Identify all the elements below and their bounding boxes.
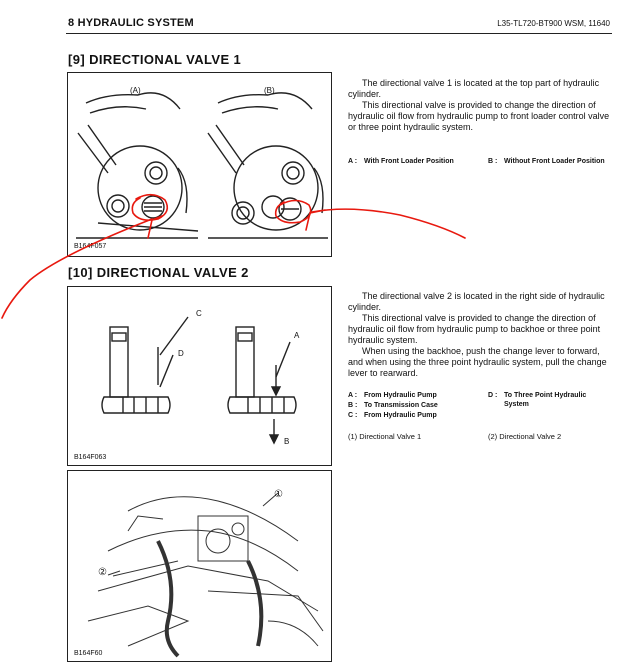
- page-header-code: L35-TL720-BT900 WSM, 11640: [497, 19, 610, 28]
- paragraph: When using the backhoe, push the change …: [348, 346, 607, 378]
- page-header-title: 8 HYDRAULIC SYSTEM: [68, 17, 194, 29]
- paragraph: This directional valve is provided to ch…: [348, 313, 601, 345]
- caption-2: (2) Directional Valve 2: [488, 432, 562, 441]
- label-c: C: [196, 309, 202, 318]
- callout-2: ②: [98, 567, 107, 578]
- annotation-arrow-right: [311, 208, 466, 239]
- label-a: (A): [130, 86, 141, 95]
- paragraph: The directional valve 2 is located in th…: [348, 291, 605, 312]
- legend-key: C :: [348, 412, 358, 419]
- legend-text: With Front Loader Position: [364, 158, 454, 165]
- section-10-text: The directional valve 2 is located in th…: [348, 291, 610, 379]
- legend-key: D :: [488, 392, 498, 399]
- legend-key: A :: [348, 158, 358, 165]
- figure-directional-valve-2-diagram: C D A B B164F063: [67, 286, 332, 466]
- figure-directional-valve-2-photo: ① ② B164F60: [67, 470, 332, 662]
- section-9-text: The directional valve 1 is located at th…: [348, 78, 610, 133]
- legend-text: From Hydraulic Pump: [364, 392, 437, 399]
- label-d: D: [178, 349, 184, 358]
- legend-key: B :: [348, 402, 358, 409]
- legend-key: B :: [488, 158, 498, 165]
- label-b: (B): [264, 86, 275, 95]
- valve-2-diagram: [101, 316, 297, 445]
- caption-1: (1) Directional Valve 1: [348, 432, 422, 441]
- legend-text: To Transmission Case: [364, 402, 438, 409]
- callout-1: ①: [274, 489, 283, 500]
- legend-text: Without Front Loader Position: [504, 158, 605, 165]
- label-b: B: [284, 437, 290, 446]
- valve-2-assembly-drawing: [87, 492, 324, 658]
- legend-text: From Hydraulic Pump: [364, 412, 437, 419]
- figure-code: B164F063: [74, 454, 107, 461]
- section-10-title: [10] DIRECTIONAL VALVE 2: [68, 265, 249, 280]
- valve-1-drawing: [76, 92, 328, 239]
- label-a: A: [294, 331, 300, 340]
- section-10-legend: A : From Hydraulic Pump B : To Transmiss…: [348, 391, 610, 421]
- figure-directional-valve-1: (A) (B) B164F057: [67, 72, 332, 257]
- section-9-title: [9] DIRECTIONAL VALVE 1: [68, 52, 242, 67]
- paragraph: The directional valve 1 is located at th…: [348, 78, 600, 99]
- header-rule: [66, 33, 612, 34]
- paragraph: This directional valve is provided to ch…: [348, 100, 610, 132]
- legend-text: To Three Point Hydraulic System: [504, 392, 587, 408]
- figure-code: B164F60: [74, 650, 103, 657]
- legend-key: A :: [348, 392, 358, 399]
- figure-code: B164F057: [74, 243, 107, 250]
